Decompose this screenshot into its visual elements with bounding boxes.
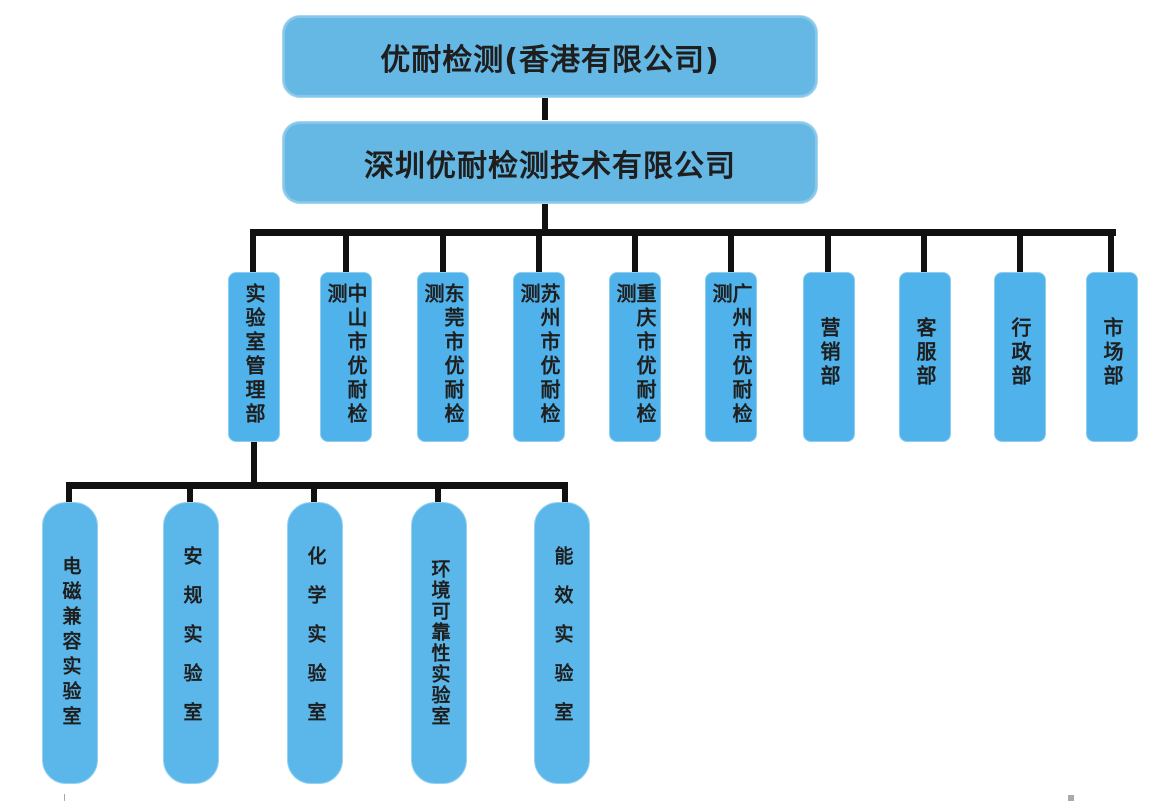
connector-dept-10 bbox=[1108, 229, 1114, 274]
dept-box-market: 市场部 bbox=[1086, 272, 1138, 442]
lab-box-environmental-reliability: 环境可靠性实验室 bbox=[411, 502, 467, 784]
connector-lab-5 bbox=[562, 482, 568, 506]
lab-label: 化学实验室 bbox=[304, 545, 327, 741]
connector-dept-5 bbox=[632, 229, 638, 274]
connector-dept-4 bbox=[536, 229, 542, 274]
lab-box-emc: 电磁兼容实验室 bbox=[42, 502, 98, 784]
connector-dept-9 bbox=[1017, 229, 1023, 274]
shenzhen-company-label: 深圳优耐检测技术有限公司 bbox=[364, 148, 736, 184]
dept-box-chongqing: 重庆市优耐检测 bbox=[609, 272, 661, 442]
dept-label: 苏州市优耐检测 bbox=[517, 283, 561, 427]
dept-label: 广州市优耐检测 bbox=[709, 283, 753, 427]
connector-company-trunk bbox=[542, 202, 548, 232]
connector-dept-1 bbox=[250, 229, 256, 274]
connector-lab-1 bbox=[66, 482, 72, 506]
dept-label: 中山市优耐检测 bbox=[324, 283, 368, 427]
connector-dept-2 bbox=[343, 229, 349, 274]
dept-label: 行政部 bbox=[1008, 317, 1032, 389]
lab-box-energy-efficiency: 能效实验室 bbox=[534, 502, 590, 784]
dept-box-zhongshan: 中山市优耐检测 bbox=[320, 272, 372, 442]
lab-label: 电磁兼容实验室 bbox=[59, 555, 82, 731]
dept-label: 营销部 bbox=[817, 317, 841, 389]
shenzhen-company-box: 深圳优耐检测技术有限公司 bbox=[282, 121, 818, 204]
corner-mark-left bbox=[64, 794, 65, 801]
connector-root-to-company bbox=[542, 96, 548, 120]
dept-label: 东莞市优耐检测 bbox=[421, 283, 465, 427]
lab-box-chemistry: 化学实验室 bbox=[287, 502, 343, 784]
connector-dept-3 bbox=[440, 229, 446, 274]
connector-labs-bus bbox=[66, 482, 568, 489]
connector-dept-7 bbox=[825, 229, 831, 274]
dept-label: 客服部 bbox=[913, 317, 937, 389]
dept-box-marketing-sales: 营销部 bbox=[803, 272, 855, 442]
root-company-label: 优耐检测(香港有限公司) bbox=[380, 42, 720, 78]
root-company-box: 优耐检测(香港有限公司) bbox=[282, 15, 818, 98]
dept-box-guangzhou: 广州市优耐检测 bbox=[705, 272, 757, 442]
connector-departments-bus bbox=[250, 229, 1116, 236]
lab-box-safety: 安规实验室 bbox=[163, 502, 219, 784]
connector-lab-2 bbox=[187, 482, 193, 506]
dept-label: 市场部 bbox=[1100, 317, 1124, 389]
dept-label: 重庆市优耐检测 bbox=[613, 283, 657, 427]
connector-lab-4 bbox=[435, 482, 441, 506]
connector-lab-trunk bbox=[251, 440, 257, 486]
dept-box-lab-management: 实验室管理部 bbox=[228, 272, 280, 442]
dept-box-dongguan: 东莞市优耐检测 bbox=[417, 272, 469, 442]
lab-label: 环境可靠性实验室 bbox=[428, 559, 451, 727]
dept-box-customer-service: 客服部 bbox=[899, 272, 951, 442]
corner-mark-right bbox=[1068, 795, 1074, 801]
dept-label: 实验室管理部 bbox=[242, 283, 266, 427]
lab-label: 能效实验室 bbox=[551, 545, 574, 741]
connector-dept-6 bbox=[728, 229, 734, 274]
connector-lab-3 bbox=[311, 482, 317, 506]
connector-dept-8 bbox=[921, 229, 927, 274]
dept-box-administration: 行政部 bbox=[994, 272, 1046, 442]
dept-box-suzhou: 苏州市优耐检测 bbox=[513, 272, 565, 442]
lab-label: 安规实验室 bbox=[180, 545, 203, 741]
